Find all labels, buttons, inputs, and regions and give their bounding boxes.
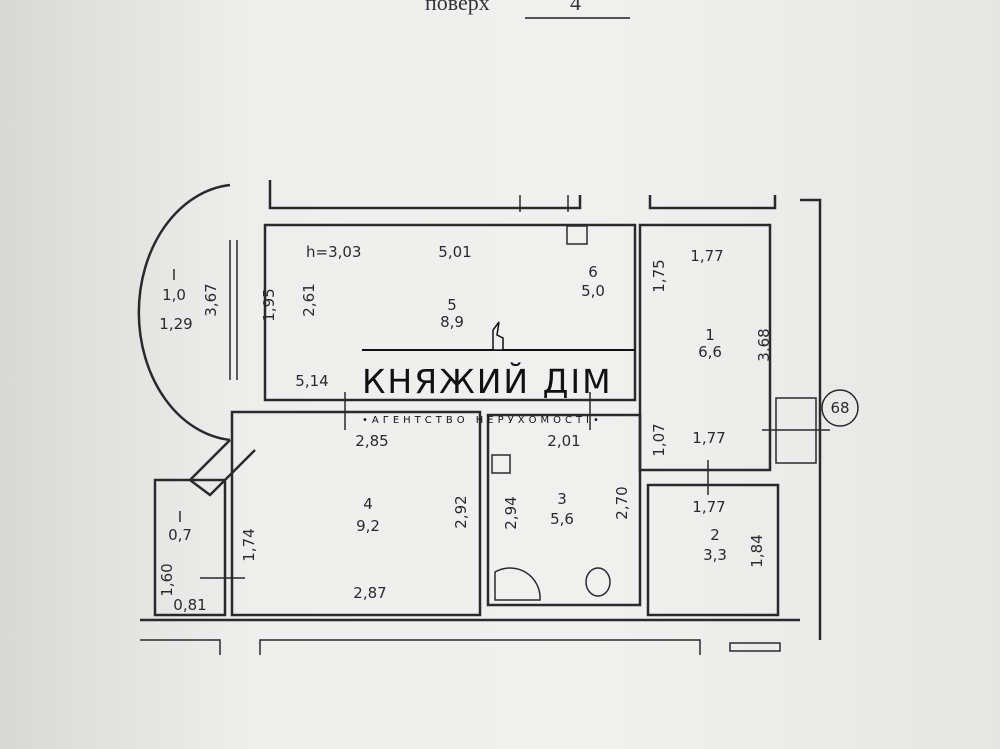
room-1-area: 6,6 — [698, 343, 722, 361]
room-5-area: 8,9 — [440, 313, 464, 331]
room-2-number: 2 — [710, 526, 720, 544]
dimension-label: 5,01 — [438, 243, 471, 261]
room-2-area: 3,3 — [703, 546, 727, 564]
room-3-area: 5,6 — [550, 510, 574, 528]
dimension-label: 1,75 — [650, 259, 668, 292]
castle-icon — [492, 321, 504, 351]
dimension-label: 1,29 — [159, 315, 192, 333]
dimension-label: 2,92 — [452, 495, 470, 528]
dimension-label: 2,61 — [300, 283, 318, 316]
watermark-subtitle: •АГЕНТСТВО НЕРУХОМОСТІ• — [362, 415, 603, 426]
balcony-outline — [137, 183, 231, 442]
walls — [137, 180, 830, 655]
building-number-circle — [821, 389, 859, 427]
dimension-label: 2,01 — [547, 432, 580, 450]
room-6-number: 6 — [588, 263, 598, 281]
room-4-outline — [230, 410, 482, 617]
ceiling-height: h=3,03 — [306, 243, 361, 261]
dimensions: 5,01 1,95 2,61 3,67 1,29 5,14 1,75 1,77 … — [158, 243, 773, 614]
dimension-label: 1,07 — [650, 423, 668, 456]
room-labels: 1 6,6 2 3,3 3 5,6 4 9,2 5 8,9 6 5,0 I 1,… — [162, 243, 727, 564]
floor-value: 4 — [570, 0, 581, 15]
watermark-title: КНЯЖИЙ ДІМ — [362, 361, 613, 401]
room-6-area: 5,0 — [581, 282, 605, 300]
dimension-label: 1,77 — [692, 498, 725, 516]
dimension-label: 3,67 — [202, 283, 220, 316]
building-number: 68 — [830, 399, 849, 417]
dimension-label: 2,70 — [613, 486, 631, 519]
room-1-number: 1 — [705, 326, 715, 344]
room-3-number: 3 — [557, 490, 567, 508]
room-4-area: 9,2 — [356, 517, 380, 535]
dimension-label: 1,77 — [692, 429, 725, 447]
dimension-label: 5,14 — [295, 372, 328, 390]
storage-number: I — [178, 508, 182, 526]
room-1-outline — [638, 223, 772, 472]
dimension-label: 0,81 — [173, 596, 206, 614]
dimension-label: 2,87 — [353, 584, 386, 602]
dimension-label: 2,94 — [502, 496, 520, 529]
balcony-number: I — [172, 266, 176, 284]
room-3-outline — [486, 413, 642, 607]
dimension-label: 1,84 — [748, 534, 766, 567]
watermark-logo: КНЯЖИЙ ДІМ •АГЕНТСТВО НЕРУХОМОСТІ• — [362, 321, 635, 426]
room-5-number: 5 — [447, 296, 457, 314]
storage-area: 0,7 — [168, 526, 192, 544]
room-2-outline — [646, 483, 780, 617]
dimension-label: 1,95 — [260, 288, 278, 321]
dimension-label: 1,74 — [240, 528, 258, 561]
dimension-label: 3,68 — [755, 328, 773, 361]
balcony-area: 1,0 — [162, 286, 186, 304]
dimension-label: 1,60 — [158, 563, 176, 596]
room-4-number: 4 — [363, 495, 373, 513]
dimension-label: 1,77 — [690, 247, 723, 265]
floor-label: поверх — [425, 0, 490, 15]
dimension-label: 2,85 — [355, 432, 388, 450]
room-5-outline — [263, 223, 637, 402]
